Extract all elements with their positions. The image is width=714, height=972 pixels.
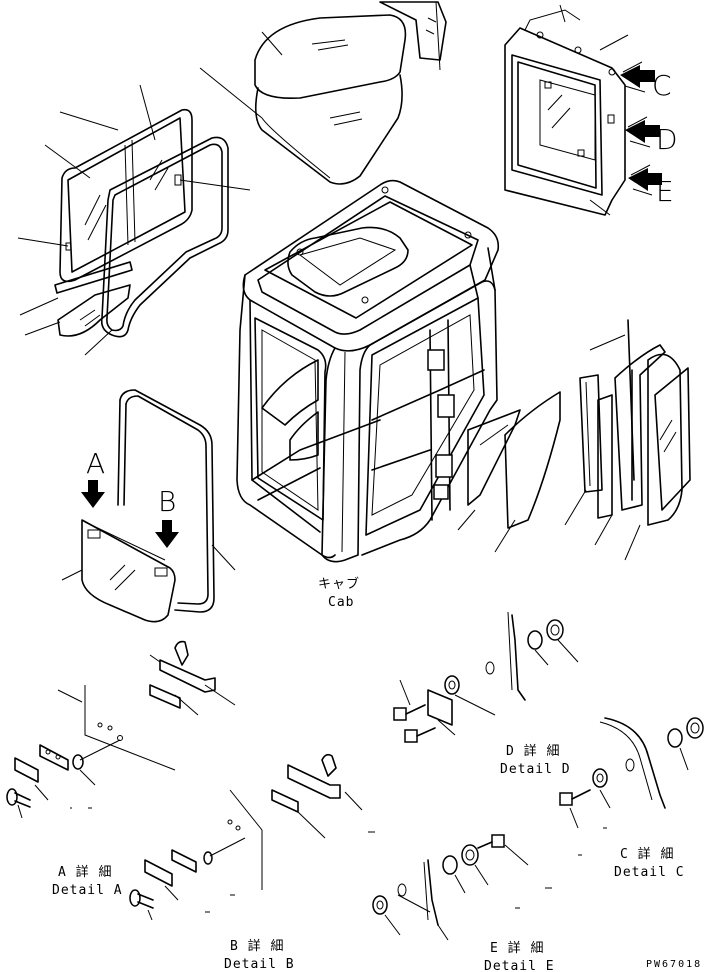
latch-assembly-a: [149, 640, 236, 716]
detail-a-label-jp: A 詳 細: [58, 865, 113, 880]
detail-c-label-en: Detail C: [614, 865, 685, 880]
door-seal-frame: [117, 389, 236, 613]
view-marker-a: A: [86, 447, 106, 480]
cab-label-en: Cab: [328, 595, 355, 610]
detail-d-drawing: [393, 611, 579, 743]
view-marker-b: B: [158, 485, 177, 518]
detail-b-label-en: Detail B: [224, 957, 295, 972]
rear-window: [504, 4, 629, 216]
detail-c-drawing: [559, 717, 704, 856]
right-side-glasses: [457, 319, 691, 561]
detail-e-drawing: [372, 834, 552, 941]
view-marker-c: C: [652, 69, 672, 102]
detail-c-label-jp: C 詳 細: [620, 847, 675, 862]
view-arrows-cde: [620, 61, 662, 196]
glass-strips-left: [19, 261, 133, 337]
detail-e-label-en: Detail E: [484, 959, 555, 972]
cab-body: [236, 179, 500, 563]
detail-e-label-jp: E 詳 細: [490, 941, 545, 956]
roof-panel: [199, 14, 407, 185]
detail-a-drawing: [6, 685, 176, 819]
view-marker-e: E: [656, 175, 674, 208]
detail-d-label-en: Detail D: [500, 762, 571, 777]
view-arrows-ab: [81, 480, 179, 548]
detail-b-label-jp: B 詳 細: [230, 939, 285, 954]
drawing-number: PW67018: [646, 959, 703, 970]
small-glass-top: [379, 1, 447, 71]
door-frame-seal: [84, 136, 251, 356]
detail-a-label-en: Detail A: [52, 883, 123, 898]
cab-label-jp: キャブ: [318, 577, 361, 592]
door-lower-glass: [61, 519, 176, 623]
view-marker-d: D: [656, 123, 678, 156]
detail-b-drawing: [129, 753, 375, 921]
detail-d-label-jp: D 詳 細: [506, 744, 561, 759]
